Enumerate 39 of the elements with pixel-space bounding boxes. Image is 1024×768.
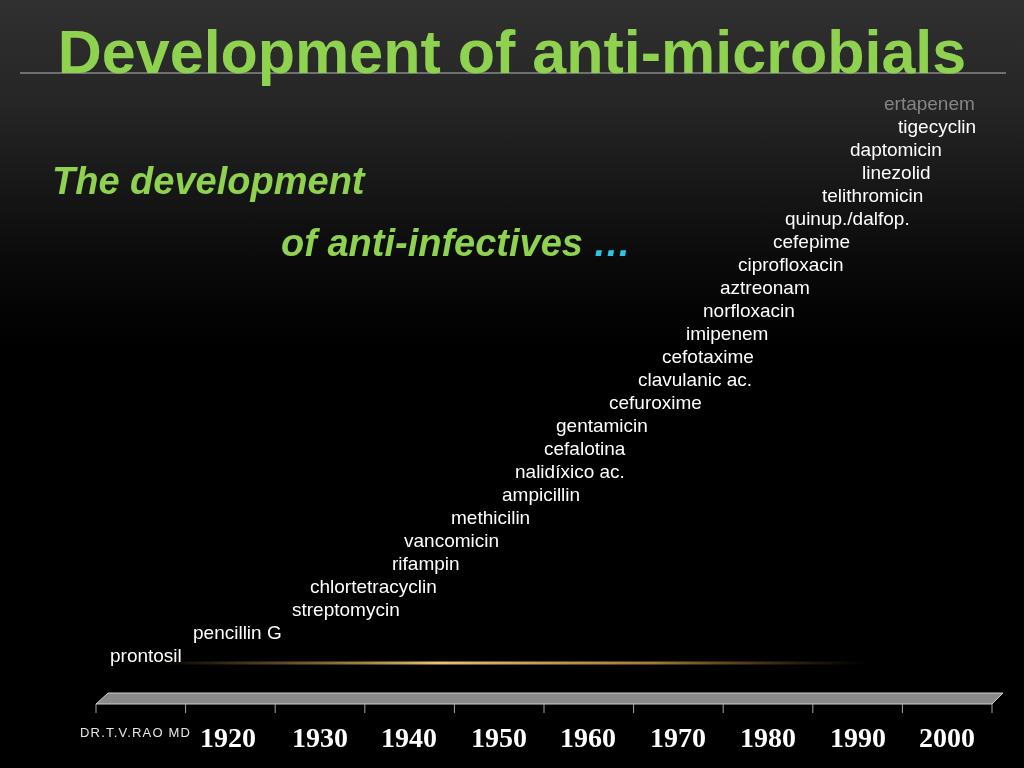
- slide-title: Development of anti-microbials: [56, 17, 968, 88]
- drug-name-label: daptomicin: [850, 138, 942, 161]
- subtitle-text: The development: [52, 159, 365, 204]
- drug-name-label: rifampin: [392, 552, 460, 575]
- drug-name-label: imipenem: [686, 322, 769, 345]
- year-tick-label: 2000: [919, 722, 975, 754]
- year-tick-label: 1970: [650, 722, 706, 754]
- year-tick-label: 1940: [381, 722, 437, 754]
- drug-name-label: chlortetracyclin: [310, 575, 437, 598]
- drug-name-label: streptomycin: [292, 598, 400, 621]
- drug-name-label: norfloxacin: [703, 299, 795, 322]
- drug-name-label: prontosil: [110, 644, 182, 667]
- drug-name-label: cefuroxime: [609, 391, 702, 414]
- drug-name-label: ertapenem: [884, 92, 975, 115]
- drug-name-label: linezolid: [862, 161, 931, 184]
- drug-name-label: cefepime: [773, 230, 851, 253]
- drug-name-label: tigecyclin: [898, 115, 977, 138]
- drug-name-label: quinup./dalfop.: [785, 207, 910, 230]
- drug-name-label: pencillin G: [193, 621, 282, 644]
- drug-name-label: nalidíxico ac.: [515, 460, 625, 483]
- subtitle-ellipsis: …: [592, 221, 631, 266]
- drug-name-label: telithromicin: [822, 184, 924, 207]
- year-tick-label: 1960: [560, 722, 616, 754]
- subtitle-text: of anti-infectives: [281, 221, 583, 266]
- year-tick-label: 1980: [740, 722, 796, 754]
- drug-name-label: vancomicin: [404, 529, 500, 552]
- drug-name-label: gentamicin: [556, 414, 648, 437]
- drug-name-label: ampicillin: [502, 483, 581, 506]
- year-tick-label: 1990: [830, 722, 886, 754]
- author-footer: DR.T.V.RAO MD: [80, 725, 192, 741]
- drug-name-label: cefotaxime: [662, 345, 754, 368]
- year-tick-label: 1950: [471, 722, 527, 754]
- drug-name-label: ciprofloxacin: [738, 253, 844, 276]
- year-tick-label: 1920: [200, 722, 256, 754]
- drug-name-label: aztreonam: [720, 276, 810, 299]
- drug-name-label: cefalotina: [544, 437, 626, 460]
- drug-name-label: methicilin: [451, 506, 531, 529]
- year-tick-label: 1930: [292, 722, 348, 754]
- drug-name-label: clavulanic ac.: [638, 368, 753, 391]
